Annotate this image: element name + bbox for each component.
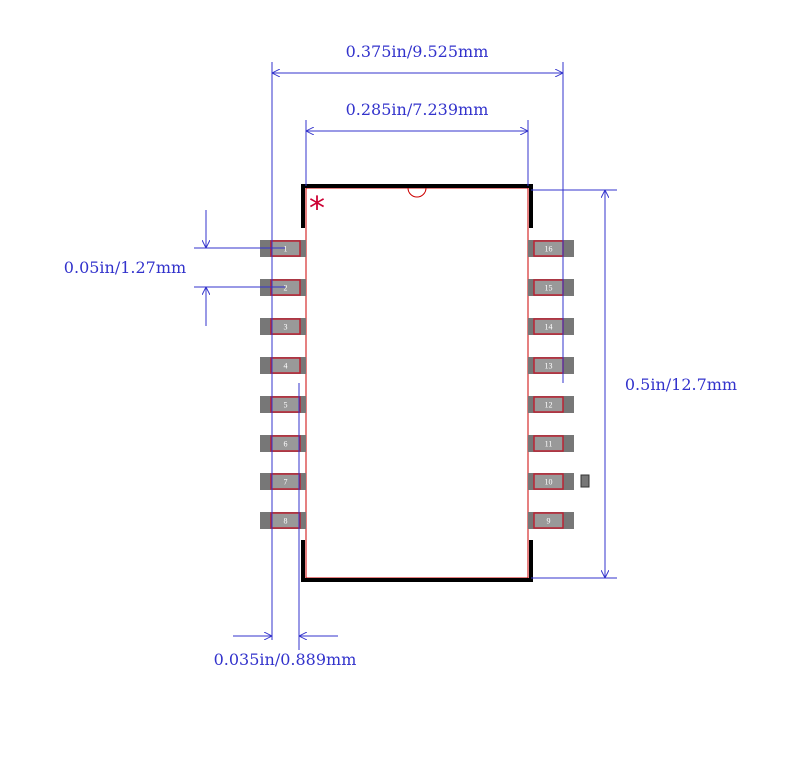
pad-copper	[270, 435, 301, 452]
pin-number: 9	[547, 517, 551, 526]
pad-copper	[270, 473, 301, 490]
dimension-overall-width: 0.375in/9.525mm	[271, 42, 564, 640]
right-pad-column: 16 15 14 13 12 11 10 9	[528, 240, 574, 529]
dimension-body-length: 0.5in/12.7mm	[531, 189, 737, 579]
pad-copper	[270, 512, 301, 529]
pin-number: 1	[284, 245, 288, 254]
pad-4: 4	[260, 357, 306, 374]
pad-14: 14	[528, 318, 574, 335]
pad-3: 3	[260, 318, 306, 335]
pin-number: 6	[284, 440, 288, 449]
pin-number: 5	[284, 401, 288, 410]
pad-copper	[533, 435, 564, 452]
pad-copper	[533, 473, 564, 490]
body-length-label: 0.5in/12.7mm	[625, 375, 737, 394]
pin-number: 12	[545, 401, 553, 410]
pin-number: 3	[284, 323, 288, 332]
pitch-label: 0.05in/1.27mm	[64, 258, 186, 277]
body-width-label: 0.285in/7.239mm	[346, 100, 489, 119]
pad-copper	[270, 396, 301, 413]
pin1-marker: *	[309, 189, 325, 227]
pad-11: 11	[528, 435, 574, 452]
pin-number: 15	[545, 284, 553, 293]
dimension-body-width: 0.285in/7.239mm	[305, 100, 529, 186]
pad-9: 9	[528, 512, 574, 529]
pad-copper	[533, 396, 564, 413]
dimension-pad-width: 0.035in/0.889mm	[214, 383, 357, 669]
pad-copper	[270, 318, 301, 335]
overall-width-label: 0.375in/9.525mm	[346, 42, 489, 61]
pad-13: 13	[528, 357, 574, 374]
pin-number: 4	[284, 362, 288, 371]
pin-number: 14	[545, 323, 553, 332]
pin-number: 13	[545, 362, 553, 371]
silkscreen-outline	[301, 184, 533, 582]
pad-15: 15	[528, 279, 574, 296]
pin-number: 11	[545, 440, 553, 449]
polarity-mark	[580, 474, 590, 488]
pin-number: 8	[284, 517, 288, 526]
pin-number: 2	[284, 284, 288, 293]
pad-16: 16	[528, 240, 574, 257]
pin-number: 7	[284, 478, 288, 487]
body-outline	[305, 187, 529, 579]
pad-12: 12	[528, 396, 574, 413]
pin1-notch	[407, 187, 427, 198]
dimension-pitch: 0.05in/1.27mm	[64, 210, 285, 326]
pad-copper	[533, 512, 564, 529]
pin-number: 10	[545, 478, 553, 487]
pad-10: 10	[528, 473, 574, 490]
pad-copper	[270, 357, 301, 374]
pad-width-label: 0.035in/0.889mm	[214, 650, 357, 669]
pin-number: 16	[545, 245, 553, 254]
